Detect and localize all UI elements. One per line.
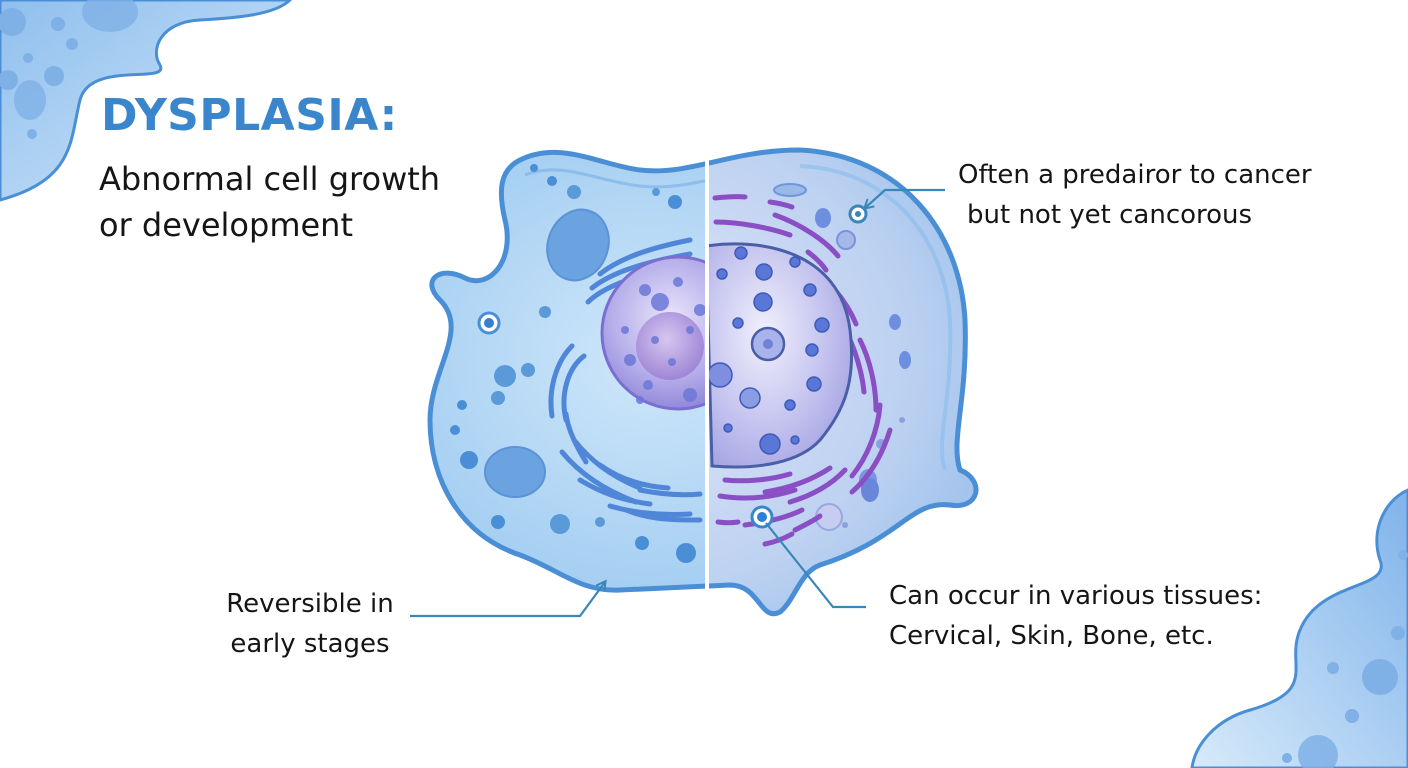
annotation-reversible-line-2: early stages xyxy=(230,629,390,659)
definition-line-2: or development xyxy=(99,206,353,244)
annotation-precursor-line-1: Often a predairor to cancer xyxy=(958,160,1312,190)
decorative-cell-blob-bottom-right xyxy=(1190,488,1408,768)
annotation-precursor-line-2: but not yet cancorous xyxy=(967,200,1253,230)
leader-precursor xyxy=(865,188,945,208)
decorative-cell-blob-top-left xyxy=(0,0,293,202)
page-title: DYSPLASIA: xyxy=(101,90,398,141)
annotation-reversible-line-1: Reversible in xyxy=(226,589,394,619)
annotation-tissues: Can occur in various tissues: Cervical, … xyxy=(889,576,1309,656)
annotation-reversible: Reversible in early stages xyxy=(210,584,410,664)
definition-text: Abnormal cell growth or development xyxy=(99,156,479,248)
leader-reversible xyxy=(410,582,605,618)
annotation-precursor: Often a predairor to cancer but not yet … xyxy=(958,155,1358,235)
definition-line-1: Abnormal cell growth xyxy=(99,160,441,198)
leader-tissues xyxy=(765,522,866,609)
normal-cell-half xyxy=(427,149,705,593)
annotation-tissues-line-1: Can occur in various tissues: xyxy=(889,581,1263,611)
annotation-tissues-line-2: Cervical, Skin, Bone, etc. xyxy=(889,621,1214,651)
dysplastic-cell-half xyxy=(709,147,979,617)
annotation-leader-lines xyxy=(410,188,945,618)
